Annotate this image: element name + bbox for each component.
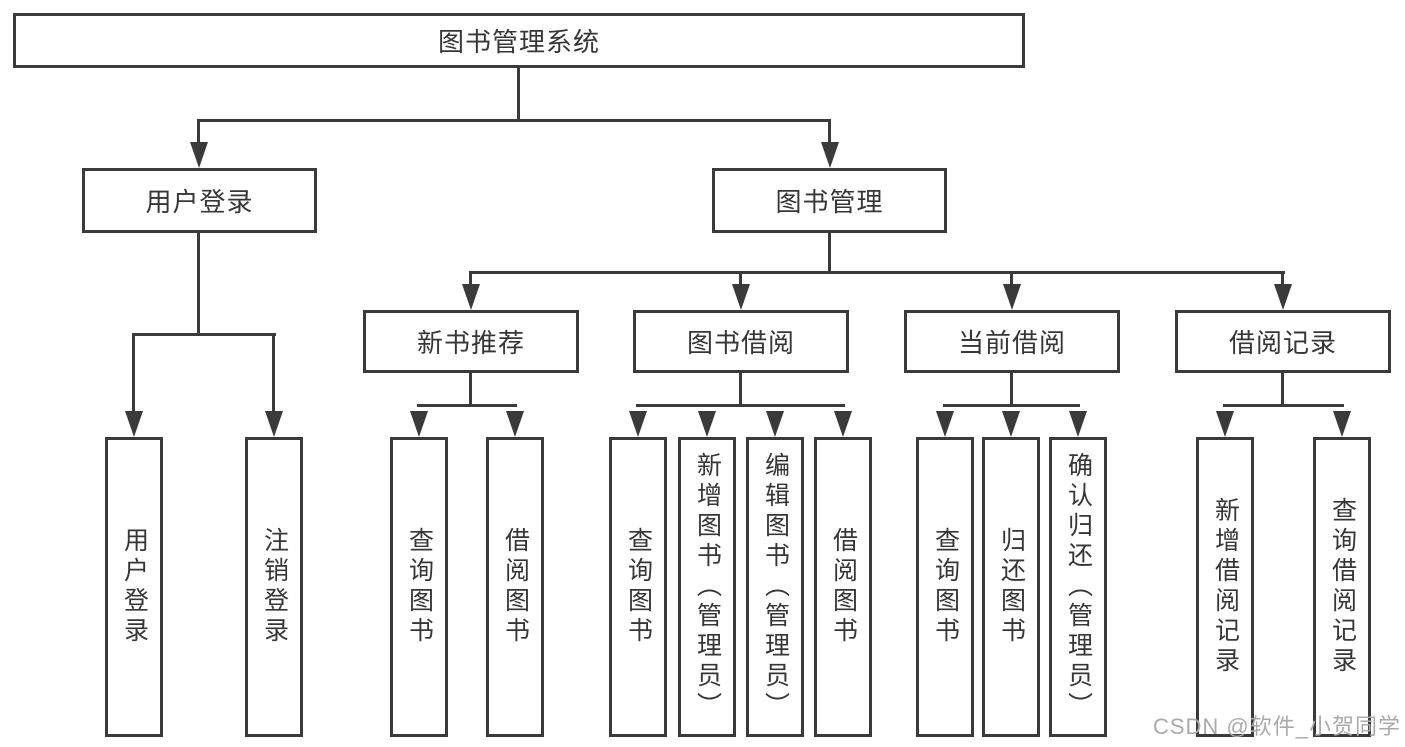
connector-borrow-records-rail	[1223, 404, 1344, 407]
arrow-down-icon	[265, 411, 283, 437]
node-label: 查询借阅记录	[1328, 497, 1357, 677]
arrow-down-icon	[766, 411, 784, 437]
connector-drop	[1281, 271, 1284, 289]
leaf-borrow-books-2: 借阅图书	[814, 437, 872, 737]
leaf-confirm-return-admin: 确认归还（管理员）	[1049, 437, 1107, 737]
node-label: 图书管理系统	[437, 27, 600, 57]
connector-book-borrow-stem	[739, 373, 742, 407]
arrow-down-icon	[506, 411, 524, 437]
leaf-query-borrow-record: 查询借阅记录	[1313, 437, 1371, 737]
connector-borrow-records-stem	[1281, 373, 1284, 407]
leaf-add-borrow-record: 新增借阅记录	[1196, 437, 1254, 737]
arrow-down-icon	[936, 411, 954, 437]
arrow-down-icon	[732, 284, 750, 310]
connector-drop	[1010, 271, 1013, 289]
arrow-down-icon	[1069, 411, 1087, 437]
node-label: 查询图书	[405, 527, 434, 647]
node-label: 用户登录	[120, 527, 149, 647]
node-label: 新书推荐	[416, 328, 525, 358]
arrow-down-icon	[834, 411, 852, 437]
node-label: 新增借阅记录	[1211, 497, 1240, 677]
leaf-edit-books-admin: 编辑图书（管理员）	[746, 437, 804, 737]
connector-book-mgmt-stem	[828, 233, 831, 274]
leaf-user-login: 用户登录	[105, 437, 163, 737]
node-borrow-records: 借阅记录	[1175, 310, 1391, 373]
node-user-login: 用户登录	[82, 168, 317, 233]
connector-drop-book-mgmt	[828, 119, 831, 147]
connector-current-borrow-stem	[1010, 373, 1013, 407]
connector-book-mgmt-rail	[469, 271, 1285, 274]
leaf-add-books-admin: 新增图书（管理员）	[678, 437, 736, 737]
node-label: 查询图书	[931, 527, 960, 647]
node-label: 借阅图书	[829, 527, 858, 647]
node-label: 注销登录	[260, 527, 289, 647]
leaf-return-books: 归还图书	[982, 437, 1040, 737]
node-label: 确认归还（管理员）	[1064, 452, 1093, 722]
connector-root-rail	[197, 119, 831, 122]
arrow-down-icon	[1002, 411, 1020, 437]
connector-drop-user-login	[197, 119, 200, 147]
arrow-down-icon	[462, 284, 480, 310]
leaf-query-books-2: 查询图书	[609, 437, 667, 737]
node-book-management: 图书管理	[712, 168, 947, 233]
leaf-borrow-books-1: 借阅图书	[486, 437, 544, 737]
arrow-down-icon	[698, 411, 716, 437]
node-current-borrow: 当前借阅	[904, 310, 1120, 373]
connector-new-book-rail	[417, 404, 517, 407]
connector-book-borrow-rail	[636, 404, 845, 407]
arrow-down-icon	[190, 142, 208, 168]
node-label: 图书借阅	[686, 328, 795, 358]
leaf-logout-login: 注销登录	[245, 437, 303, 737]
watermark: CSDN @软件_小贺同学	[1152, 714, 1401, 739]
node-label: 借阅图书	[501, 527, 530, 647]
node-label: 借阅记录	[1228, 328, 1337, 358]
connector-drop	[469, 271, 472, 289]
connector-current-borrow-rail	[943, 404, 1080, 407]
node-label: 新增图书（管理员）	[693, 452, 722, 722]
node-label: 图书管理	[775, 187, 884, 217]
arrow-down-icon	[629, 411, 647, 437]
connector-root-stem	[517, 68, 520, 122]
connector-user-login-rail	[132, 333, 276, 336]
node-label: 当前借阅	[957, 328, 1066, 358]
node-root: 图书管理系统	[13, 13, 1025, 68]
connector-new-book-stem	[469, 373, 472, 407]
node-label: 用户登录	[145, 187, 254, 217]
node-label: 归还图书	[997, 527, 1026, 647]
arrow-down-icon	[1216, 411, 1234, 437]
node-label: 查询图书	[624, 527, 653, 647]
arrow-down-icon	[125, 411, 143, 437]
leaf-query-books-1: 查询图书	[390, 437, 448, 737]
arrow-down-icon	[1274, 284, 1292, 310]
connector-drop	[132, 333, 135, 417]
arrow-down-icon	[1003, 284, 1021, 310]
arrow-down-icon	[821, 142, 839, 168]
node-book-borrow: 图书借阅	[633, 310, 849, 373]
node-label: 编辑图书（管理员）	[761, 452, 790, 722]
connector-drop	[272, 333, 275, 417]
arrow-down-icon	[410, 411, 428, 437]
connector-user-login-stem	[197, 233, 200, 335]
connector-drop	[739, 271, 742, 289]
node-new-book-recommend: 新书推荐	[363, 310, 579, 373]
leaf-query-books-3: 查询图书	[916, 437, 974, 737]
arrow-down-icon	[1333, 411, 1351, 437]
